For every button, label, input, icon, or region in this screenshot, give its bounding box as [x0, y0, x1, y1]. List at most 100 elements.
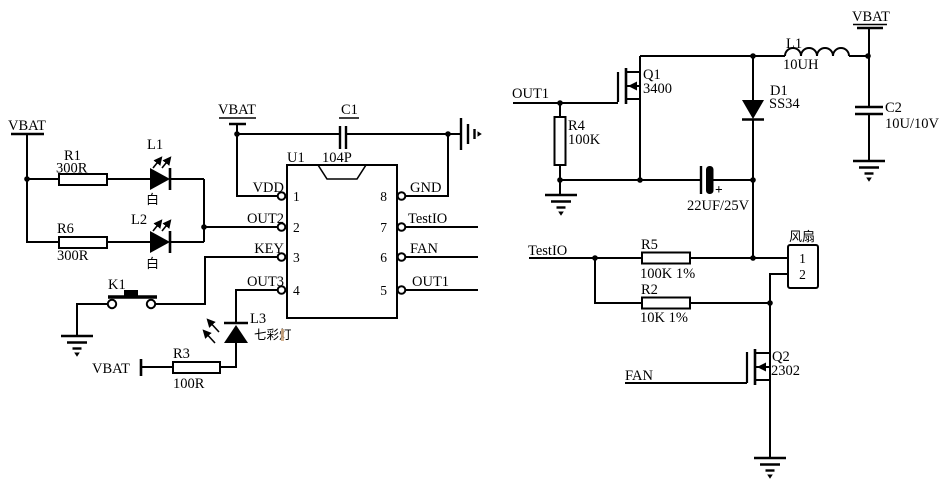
led-l1: L1 白 — [146, 137, 172, 207]
fan-net-label: FAN — [625, 368, 653, 384]
pin8-number: 8 — [380, 189, 387, 204]
inductor-l1: L1 10UH — [783, 36, 850, 73]
cap-22uf-value-label: 22UF/25V — [687, 198, 750, 214]
port-vbat-ic: VBAT — [218, 102, 256, 126]
vbat-right-label: VBAT — [852, 9, 890, 25]
fan-connector-label: 风扇 — [789, 229, 815, 244]
ground-c2 — [851, 159, 887, 184]
pin5-circle — [396, 285, 407, 295]
c1-value-label: 104P — [322, 150, 352, 166]
vbat-ic-label: VBAT — [218, 102, 256, 118]
fan-pin1-number: 1 — [799, 251, 806, 266]
l1-ref-label: L1 — [147, 137, 163, 153]
q2-value-label: 2302 — [771, 363, 800, 379]
resistor-r6: R6 300R — [57, 221, 108, 264]
pin8-name-label: GND — [410, 180, 441, 196]
q1-ref-label: Q1 — [643, 67, 661, 83]
l3-desc-label: 七彩灯 — [254, 328, 292, 342]
pin7-number: 7 — [380, 220, 387, 235]
pin4-number: 4 — [293, 283, 300, 298]
stray-cursor-artifact — [281, 329, 284, 341]
pin4-name-label: OUT3 — [247, 274, 284, 290]
mosfet-q1: Q1 3400 — [616, 56, 672, 180]
r5-ref-label: R5 — [641, 237, 658, 253]
d1-ref-label: D1 — [770, 83, 788, 99]
r2-branch-wire — [594, 258, 770, 304]
q1-value-label: 3400 — [643, 81, 672, 97]
fan-pin2-wire — [769, 273, 788, 353]
l1-inductor-ref-label: L1 — [786, 36, 802, 52]
port-vbat-left: VBAT — [8, 118, 46, 136]
l2-ref-label: L2 — [131, 212, 147, 228]
capacitor-c2: C2 10U/10V — [855, 100, 940, 132]
pin5-number: 5 — [380, 283, 387, 298]
pin3-name-label: KEY — [254, 241, 284, 257]
capacitor-22uf: + 22UF/25V — [687, 166, 750, 214]
l1-emission-arrow — [152, 156, 163, 169]
junction-dots — [24, 53, 871, 306]
led-l3: L3 七彩灯 — [202, 311, 292, 344]
pin3-circle — [276, 252, 287, 262]
r1-value-label: 300R — [56, 161, 88, 177]
pin2-number: 2 — [293, 220, 300, 235]
q1-arrow — [628, 81, 637, 91]
resistor-r5: R5 100K 1% — [640, 237, 695, 282]
pin1-number: 1 — [293, 189, 300, 204]
vbat-left-rail-wire — [26, 134, 150, 243]
resistor-r3: R3 100R VBAT — [92, 346, 221, 392]
l1-color-label: 白 — [146, 192, 159, 207]
vbat-left-label: VBAT — [8, 118, 46, 134]
pin5-name-label: OUT1 — [412, 274, 449, 290]
fan-pin2-number: 2 — [799, 267, 806, 282]
pin3-number: 3 — [293, 250, 300, 265]
r3-value-label: 100R — [173, 376, 205, 392]
r6-ref-label: R6 — [57, 221, 74, 237]
pin1-circle — [276, 191, 287, 201]
k1-ground-wire — [76, 303, 107, 336]
resistor-r4: R4 100K — [553, 116, 601, 166]
pin6-circle — [396, 252, 407, 262]
c2-value-label: 10U/10V — [885, 116, 940, 132]
net-fan-right: FAN — [625, 368, 653, 384]
ground-q2 — [752, 456, 788, 480]
mosfet-q2: Q2 2302 — [745, 349, 800, 385]
u1-ref-label: U1 — [287, 150, 305, 166]
l3-ref-label: L3 — [250, 311, 266, 327]
net-testio-right: TestIO — [528, 243, 567, 259]
port-vbat-right: VBAT — [852, 9, 890, 30]
pin8-circle — [396, 191, 407, 201]
switch-k1: K1 — [106, 277, 157, 310]
r6-value-label: 300R — [57, 248, 89, 264]
gnd-pin-wire — [406, 134, 449, 197]
pin2-circle — [276, 222, 287, 232]
net-out1-right: OUT1 — [512, 86, 549, 102]
l2-color-label: 白 — [146, 256, 159, 271]
r5-value-label: 100K 1% — [640, 266, 695, 282]
vdd-wire — [236, 124, 277, 197]
d1-value-label: SS34 — [769, 96, 800, 112]
ground-r4 — [543, 193, 579, 218]
cap-polarity-plus: + — [715, 182, 723, 197]
l3-emission-arrow — [202, 329, 216, 344]
ic-u1: U1 1 2 3 4 8 7 6 5 VDD OUT2 KEY OUT3 GND… — [247, 150, 449, 319]
pin1-name-label: VDD — [253, 180, 284, 196]
q2-ref-label: Q2 — [772, 349, 790, 365]
c2-ref-label: C2 — [885, 100, 902, 116]
r3-vbat-port-label: VBAT — [92, 361, 130, 377]
ground-k1 — [59, 334, 95, 358]
l1-emission-arrow — [161, 156, 172, 169]
led-l2: L2 白 — [131, 212, 172, 271]
r4-value-label: 100K — [568, 132, 601, 148]
l1-inductor-value-label: 10UH — [783, 57, 819, 73]
l2-emission-arrow — [152, 219, 163, 232]
ground-right-facing — [459, 118, 482, 150]
testio-net-label: TestIO — [528, 243, 567, 259]
pin6-name-label: FAN — [410, 241, 438, 257]
resistor-r2: R2 10K 1% — [640, 282, 691, 326]
out1-net-label: OUT1 — [512, 86, 549, 102]
capacitor-c1: C1 104P — [322, 102, 359, 166]
k1-ref-label: K1 — [108, 277, 126, 293]
fan-connector: 风扇 1 2 — [787, 229, 819, 289]
